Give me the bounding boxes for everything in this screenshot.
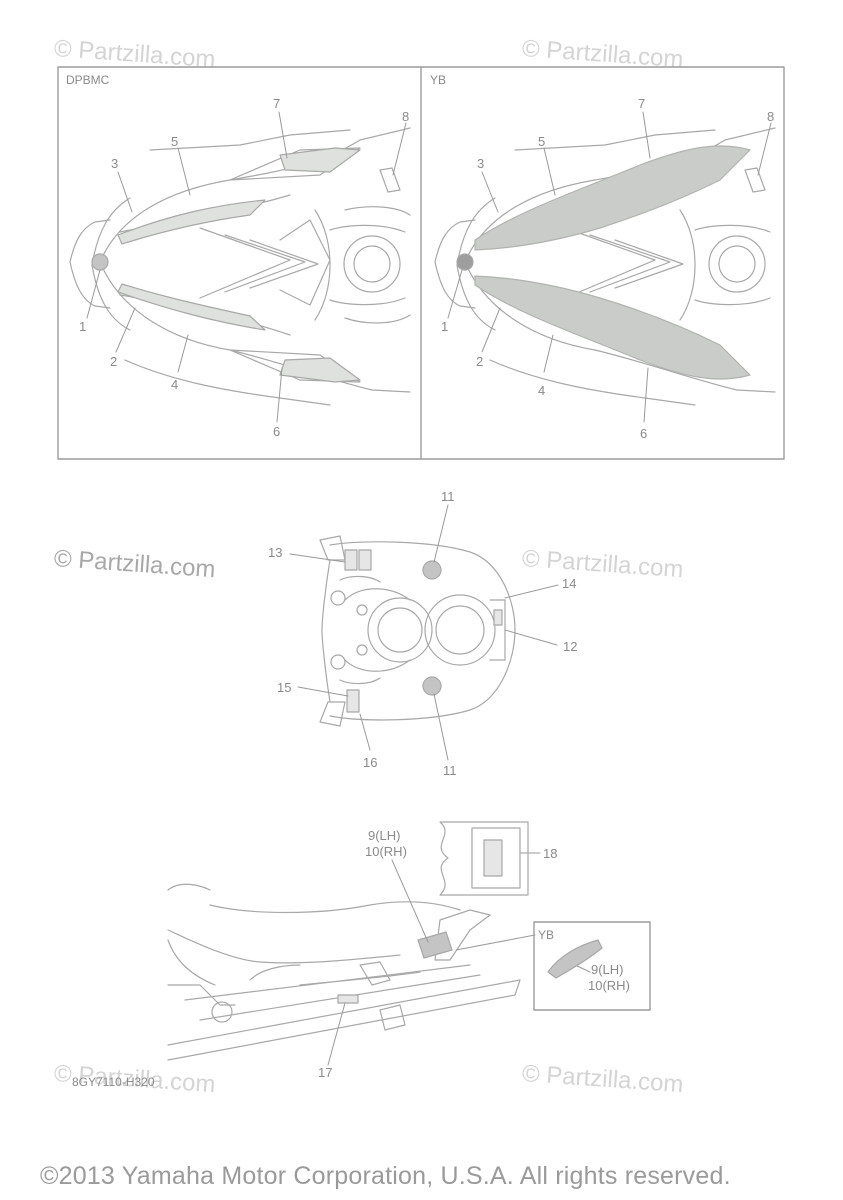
callout-7: 7 bbox=[638, 96, 646, 111]
drawing-code: 8GY7110-H320 bbox=[72, 1075, 155, 1089]
callout-15: 15 bbox=[277, 680, 292, 695]
callout-9-lh: 9(LH) bbox=[368, 828, 401, 843]
callout-5: 5 bbox=[171, 134, 179, 149]
callout-11: 11 bbox=[441, 489, 455, 504]
callout-1: 1 bbox=[441, 319, 449, 334]
leader-lines-bottom bbox=[327, 852, 591, 1066]
callout-2: 2 bbox=[110, 354, 118, 369]
callout-13: 13 bbox=[268, 545, 283, 560]
panel-label-yb: YB bbox=[430, 73, 447, 87]
callout-14: 14 bbox=[562, 576, 577, 591]
callout-3: 3 bbox=[477, 156, 485, 171]
callout-6: 6 bbox=[273, 424, 281, 439]
callout-6: 6 bbox=[640, 426, 648, 441]
callout-18: 18 bbox=[543, 846, 558, 861]
callout-8: 8 bbox=[767, 109, 775, 124]
callout-2: 2 bbox=[476, 354, 484, 369]
leader-lines-left bbox=[86, 111, 407, 423]
callout-12: 12 bbox=[563, 639, 578, 654]
leader-lines-middle bbox=[289, 504, 559, 761]
leader-lines-right bbox=[447, 111, 772, 423]
callout-4: 4 bbox=[171, 377, 179, 392]
inset-label-yb: YB bbox=[538, 928, 555, 942]
callout-3: 3 bbox=[111, 156, 119, 171]
callout-10-rh: 10(RH) bbox=[365, 844, 407, 859]
copyright-notice: ©2013 Yamaha Motor Corporation, U.S.A. A… bbox=[40, 1162, 731, 1190]
callout-8: 8 bbox=[402, 109, 410, 124]
callout-4: 4 bbox=[538, 383, 546, 398]
callout-11: 11 bbox=[443, 763, 457, 778]
deck-top-view bbox=[319, 535, 516, 727]
hood-top-view-yb bbox=[434, 127, 776, 406]
callout-16: 16 bbox=[363, 755, 378, 770]
callout-9-lh: 9(LH) bbox=[591, 962, 624, 977]
hood-top-view-dpbmc bbox=[69, 127, 411, 406]
callout-17: 17 bbox=[318, 1065, 333, 1080]
inset-frame bbox=[533, 921, 651, 1011]
callout-10-rh: 10(RH) bbox=[588, 978, 630, 993]
callout-7: 7 bbox=[273, 96, 281, 111]
callout-1: 1 bbox=[79, 319, 87, 334]
side-view bbox=[167, 883, 521, 1061]
inset-decal bbox=[547, 939, 603, 979]
callout-5: 5 bbox=[538, 134, 546, 149]
panel-label-dpbmc: DPBMC bbox=[66, 73, 110, 87]
transom-plate-detail bbox=[439, 821, 529, 896]
